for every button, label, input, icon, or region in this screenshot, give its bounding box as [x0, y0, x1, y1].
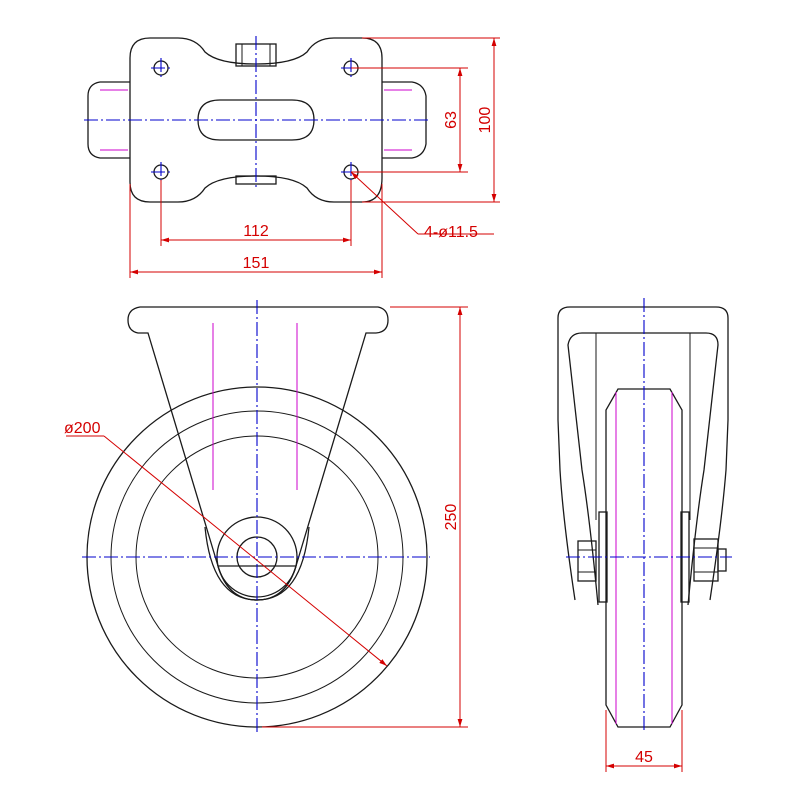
dia-200-leader-line: [103, 435, 388, 667]
top-view: [84, 36, 430, 203]
holes-label: 4-ø11.5: [424, 224, 478, 241]
top-view-dimensions: 63 100 112 151 4-ø11.5: [129, 37, 500, 278]
dim-45-label: 45: [635, 749, 653, 766]
holes-leader-line: [350, 171, 419, 235]
side-axle-bolt-head: [577, 540, 597, 582]
top-center-slot: [197, 99, 315, 141]
side-view-dimensions: 45: [605, 710, 683, 772]
side-view: [557, 298, 732, 732]
dim-151-label: 151: [243, 255, 270, 272]
dim-63-label: 63: [443, 111, 460, 129]
side-axle-nut: [693, 538, 719, 582]
dim-112-label: 112: [243, 223, 269, 240]
dia-200-label: ø200: [64, 420, 101, 437]
front-fork-bracket: [127, 306, 389, 601]
side-bracket-inner: [567, 332, 719, 606]
dim-100-label: 100: [477, 107, 494, 134]
front-view-dimensions: ø200 250: [64, 306, 468, 728]
dim-250-label: 250: [443, 504, 460, 531]
side-bracket-outer: [557, 306, 729, 601]
side-axle-thread-end: [717, 548, 727, 572]
side-wheel-profile: [605, 388, 683, 728]
front-view: [82, 300, 430, 732]
